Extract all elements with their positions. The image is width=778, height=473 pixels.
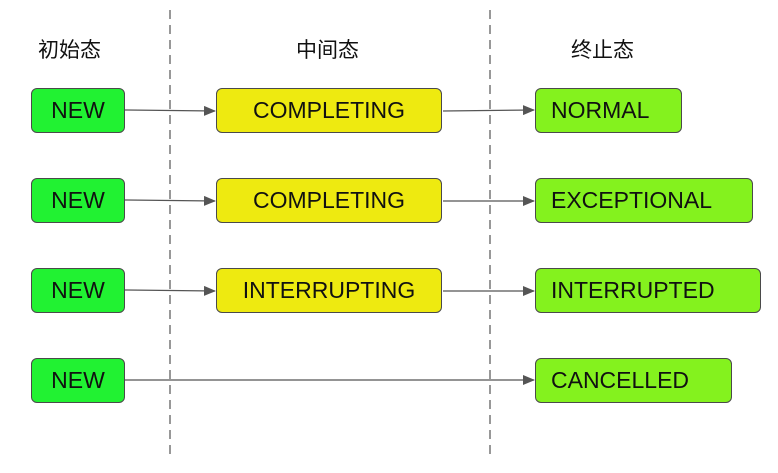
node-row4-final: CANCELLED bbox=[535, 358, 732, 403]
node-row2-initial: NEW bbox=[31, 178, 125, 223]
arrow-row3-initial-to-intermediate bbox=[124, 285, 216, 296]
heading-intermediate-state: 中间态 bbox=[296, 38, 359, 62]
node-row1-final: NORMAL bbox=[535, 88, 682, 133]
node-row1-initial: NEW bbox=[31, 88, 125, 133]
arrow-row2-initial-to-intermediate bbox=[124, 195, 216, 206]
arrow-row1-initial-to-intermediate bbox=[124, 105, 216, 116]
heading-final-state: 终止态 bbox=[571, 38, 634, 62]
node-row4-initial: NEW bbox=[31, 358, 125, 403]
node-row2-intermediate: COMPLETING bbox=[216, 178, 442, 223]
node-row3-initial: NEW bbox=[31, 268, 125, 313]
node-row1-intermediate: COMPLETING bbox=[216, 88, 442, 133]
heading-initial-state: 初始态 bbox=[38, 38, 101, 62]
arrow-row1-intermediate-to-final bbox=[442, 105, 535, 116]
node-row2-final: EXCEPTIONAL bbox=[535, 178, 753, 223]
node-row3-final: INTERRUPTED bbox=[535, 268, 761, 313]
node-row3-intermediate: INTERRUPTING bbox=[216, 268, 442, 313]
